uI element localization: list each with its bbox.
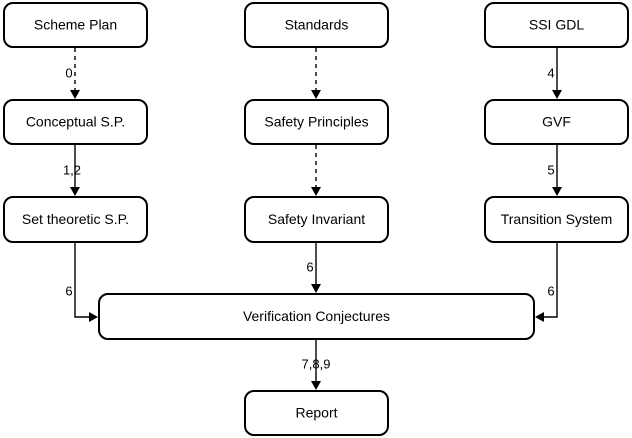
arrowhead-icon — [311, 284, 321, 293]
node-verification-conjectures[interactable]: Verification Conjectures — [98, 293, 535, 340]
edge-ssi-gdl-to-gvf: 4 — [547, 48, 562, 99]
node-standards[interactable]: Standards — [244, 2, 389, 48]
node-box[interactable] — [484, 2, 629, 48]
node-ssi-gdl[interactable]: SSI GDL — [484, 2, 629, 48]
node-box[interactable] — [244, 196, 389, 243]
node-box[interactable] — [3, 196, 148, 243]
node-label: Report — [295, 405, 337, 421]
node-label: Transition System — [501, 211, 613, 227]
edge-label: 6 — [547, 283, 554, 298]
arrowhead-icon — [535, 312, 544, 322]
edge-label: 4 — [547, 65, 554, 80]
edge-label: 0 — [65, 65, 72, 80]
edge-standards-to-safety-principles — [311, 48, 321, 99]
node-report[interactable]: Report — [244, 390, 389, 436]
edge-scheme-plan-to-conceptual-sp: 0 — [65, 48, 80, 99]
edge-label: 6 — [306, 259, 313, 274]
arrowhead-icon — [311, 90, 321, 99]
node-label: Verification Conjectures — [243, 308, 390, 324]
node-box[interactable] — [244, 99, 389, 145]
edge-conceptual-sp-to-set-theoretic-sp: 1,2 — [63, 145, 81, 196]
arrowhead-icon — [552, 90, 562, 99]
node-label: GVF — [542, 114, 571, 130]
edges-layer: 0 1,2 6 6 4 5 6 7,8,9 — [63, 48, 562, 390]
node-label: Safety Principles — [264, 114, 368, 130]
edge-label: 1,2 — [63, 162, 81, 177]
node-box[interactable] — [484, 196, 629, 243]
node-scheme-plan[interactable]: Scheme Plan — [3, 2, 148, 48]
edge-label: 5 — [547, 162, 554, 177]
node-box[interactable] — [244, 2, 389, 48]
edge-line — [543, 243, 558, 318]
edge-gvf-to-transition-system: 5 — [547, 145, 562, 196]
node-box[interactable] — [484, 99, 629, 145]
edge-set-theoretic-sp-to-verification: 6 — [65, 243, 98, 322]
edge-verification-to-report: 7,8,9 — [302, 340, 331, 390]
node-safety-principles[interactable]: Safety Principles — [244, 99, 389, 145]
edge-label: 6 — [65, 283, 72, 298]
node-box[interactable] — [98, 293, 535, 340]
node-box[interactable] — [3, 99, 148, 145]
arrowhead-icon — [89, 312, 98, 322]
node-set-theoretic-sp[interactable]: Set theoretic S.P. — [3, 196, 148, 243]
node-gvf[interactable]: GVF — [484, 99, 629, 145]
arrowhead-icon — [552, 187, 562, 196]
node-label: Conceptual S.P. — [26, 114, 125, 130]
arrowhead-icon — [70, 187, 80, 196]
node-box[interactable] — [3, 2, 148, 48]
node-label: Standards — [285, 17, 349, 33]
node-label: Set theoretic S.P. — [22, 211, 129, 227]
arrowhead-icon — [70, 90, 80, 99]
node-box[interactable] — [244, 390, 389, 436]
arrowhead-icon — [311, 381, 321, 390]
edge-safety-principles-to-safety-invariant — [311, 145, 321, 196]
edge-label: 7,8,9 — [302, 356, 331, 371]
node-label: Safety Invariant — [268, 211, 365, 227]
edge-transition-system-to-verification: 6 — [535, 243, 558, 322]
node-safety-invariant[interactable]: Safety Invariant — [244, 196, 389, 243]
edge-safety-invariant-to-verification: 6 — [306, 243, 321, 293]
node-label: Scheme Plan — [34, 17, 117, 33]
edge-line — [74, 243, 90, 318]
arrowhead-icon — [311, 187, 321, 196]
node-transition-system[interactable]: Transition System — [484, 196, 629, 243]
node-conceptual-sp[interactable]: Conceptual S.P. — [3, 99, 148, 145]
node-label: SSI GDL — [529, 17, 584, 33]
